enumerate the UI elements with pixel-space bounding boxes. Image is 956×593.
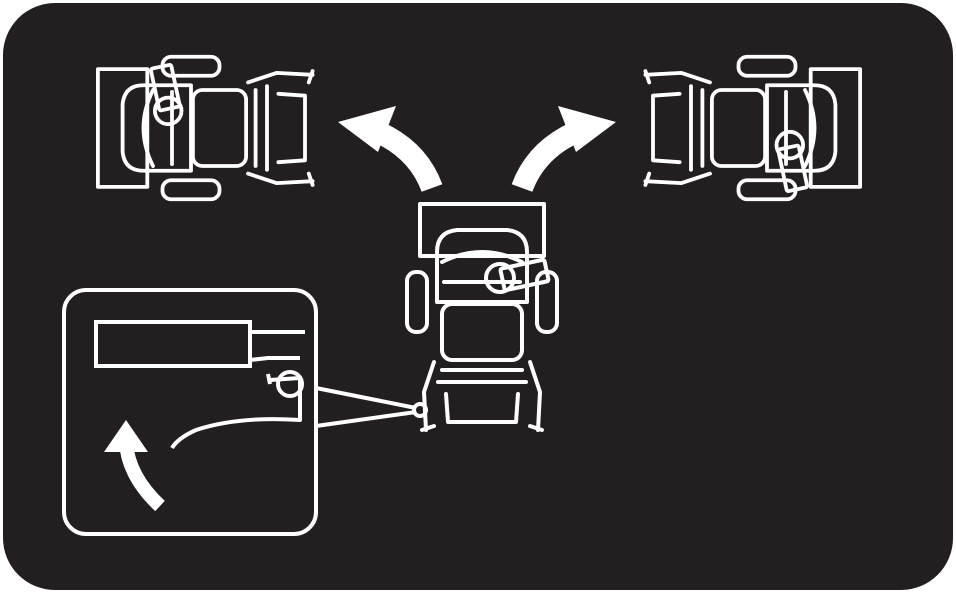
swivel-lever-detail-inset xyxy=(62,288,428,536)
curved-arrow-right xyxy=(511,106,616,193)
curved-arrow-left xyxy=(338,106,443,193)
curved-arrow-lift-lever xyxy=(104,420,165,512)
panel-background xyxy=(3,3,953,590)
